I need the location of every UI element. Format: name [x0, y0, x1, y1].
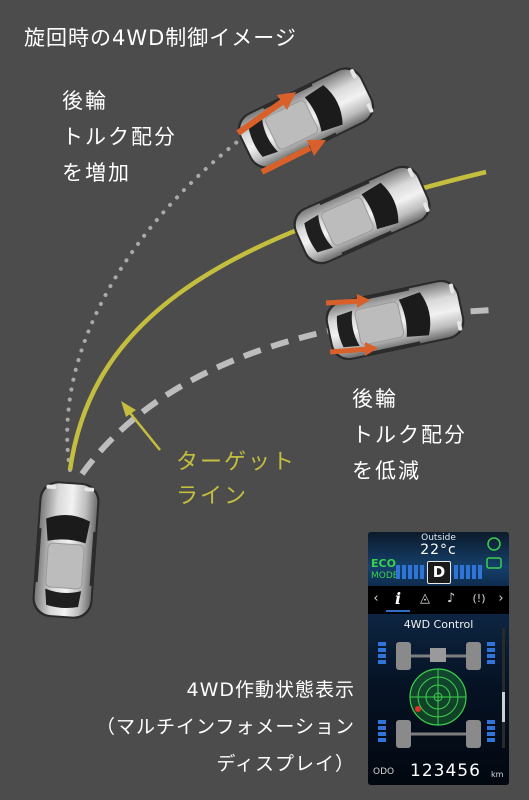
label-line: を低減 — [352, 459, 421, 483]
chevron-right-icon[interactable]: › — [498, 591, 504, 606]
caption-line: ディスプレイ） — [216, 753, 355, 775]
chevron-left-icon[interactable]: ‹ — [373, 591, 379, 606]
scrollbar — [502, 628, 505, 748]
gear-position: D — [427, 561, 451, 584]
screen-title: 4WD Control — [403, 618, 474, 631]
rear-torque-increase-label: 後輪 トルク配分 を増加 — [62, 83, 177, 191]
torque-arrow-decrease-2 — [329, 342, 378, 356]
label-line: トルク配分 — [352, 423, 467, 447]
car-target — [287, 159, 437, 271]
rear-torque-decrease-label: 後輪 トルク配分 を低減 — [352, 381, 467, 489]
eco-meter — [396, 565, 482, 579]
warning-circle-icon[interactable]: (!) — [472, 592, 486, 605]
outside-label: Outside — [421, 533, 456, 543]
car-start — [30, 479, 102, 621]
car-status-icon — [486, 537, 502, 569]
info-icon[interactable]: i — [394, 589, 402, 608]
label-line: トルク配分 — [62, 125, 177, 149]
label-line: ターゲット — [176, 450, 297, 475]
label-line: ライン — [176, 484, 249, 509]
g-force-radar — [409, 668, 467, 726]
multi-information-display: Outside 22°c ECO MODE D ‹ i ◬ ♪ (!) › 4W… — [368, 532, 509, 785]
menu-selection-indicator — [386, 610, 410, 612]
torque-arrow-decrease-1 — [325, 294, 370, 308]
dotted-path — [65, 108, 282, 472]
caption-line: 4WD作動状態表示 — [186, 679, 355, 701]
car-oversteer — [231, 60, 381, 176]
menu-row: ‹ i ◬ ♪ (!) › — [368, 588, 509, 610]
wheels — [396, 642, 481, 748]
display-caption: 4WD作動状態表示 （マルチインフォメーション ディスプレイ） — [96, 672, 355, 783]
torque-arrow-increase-1 — [236, 92, 296, 136]
target-pointer — [125, 407, 161, 451]
odometer-label: ODO — [373, 767, 395, 777]
odometer-value: 123456 — [410, 761, 481, 781]
dashed-path — [79, 307, 495, 476]
label-line: 後輪 — [62, 89, 108, 113]
torque-arrow-increase-2 — [260, 140, 326, 175]
music-note-icon[interactable]: ♪ — [446, 591, 456, 606]
odometer-unit: km — [491, 770, 504, 779]
eco-indicator: ECO — [371, 557, 396, 570]
navigation-icon[interactable]: ◬ — [420, 591, 430, 606]
label-line: を増加 — [62, 161, 131, 185]
diagram-title: 旋回時の4WD制御イメージ — [24, 26, 297, 50]
caption-line: （マルチインフォメーション — [95, 716, 355, 738]
target-line-label: ターゲット ライン — [176, 446, 296, 514]
torque-bars-right — [487, 642, 495, 742]
outside-temperature: 22°c — [420, 542, 457, 558]
torque-bars-left — [378, 642, 386, 742]
awd-diagram — [378, 537, 505, 748]
eco-mode-indicator: MODE — [371, 571, 399, 581]
target-pointer-head — [121, 401, 136, 417]
label-line: 後輪 — [352, 387, 398, 411]
